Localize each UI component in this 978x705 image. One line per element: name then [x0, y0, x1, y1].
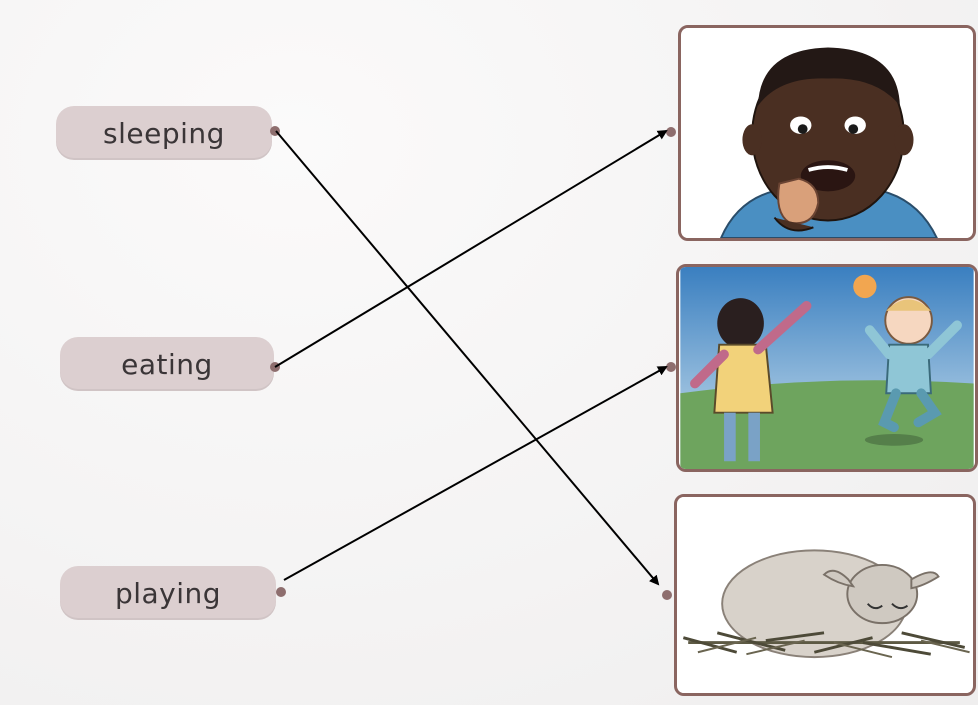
word-playing[interactable]: playing [60, 566, 276, 620]
word-label: eating [121, 347, 213, 381]
word-eating[interactable]: eating [60, 337, 274, 391]
picture-sheep-sleeping[interactable] [674, 494, 976, 696]
word-label: sleeping [103, 116, 225, 150]
connector-dot-picture-1[interactable] [666, 127, 676, 137]
picture-boy-eating[interactable] [678, 25, 976, 241]
connector-dot-playing[interactable] [276, 587, 286, 597]
boy-eating-icon [682, 28, 972, 238]
connector-dot-picture-3[interactable] [662, 590, 672, 600]
sheep-sleeping-icon [678, 497, 972, 693]
connector-dot-eating[interactable] [270, 362, 280, 372]
children-playing-icon [680, 267, 974, 469]
connector-dot-picture-2[interactable] [666, 362, 676, 372]
word-label: playing [114, 576, 222, 610]
word-sleeping[interactable]: sleeping [56, 106, 272, 160]
picture-children-playing[interactable] [676, 264, 978, 472]
connector-dot-sleeping[interactable] [270, 126, 280, 136]
